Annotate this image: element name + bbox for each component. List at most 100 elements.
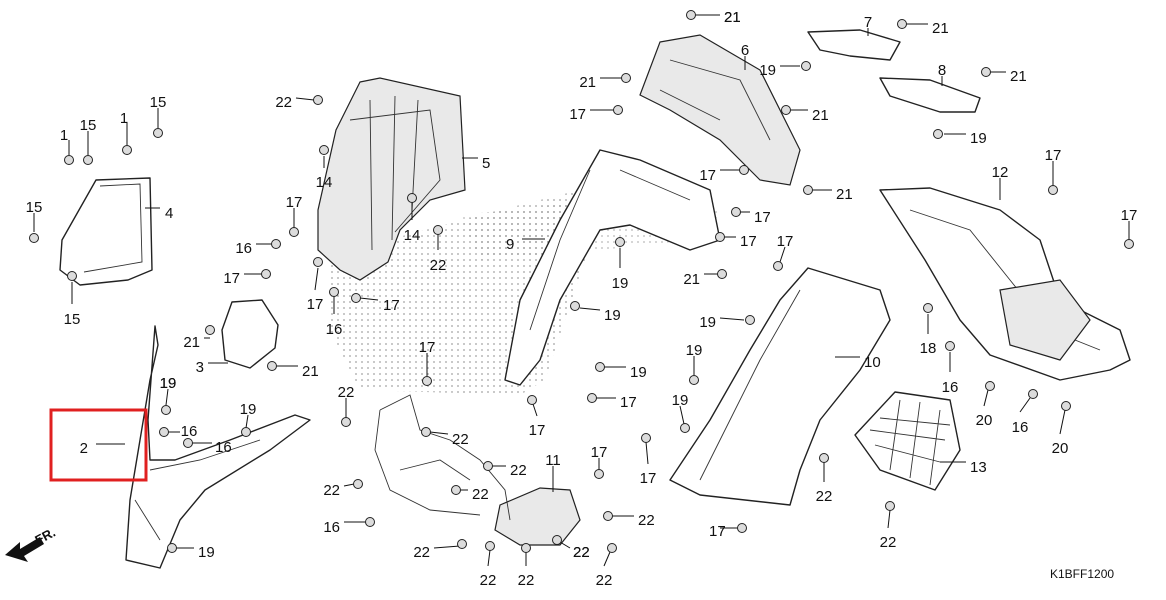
callout-c18: 18 (920, 303, 936, 357)
callout-c22m: 22 (816, 453, 832, 505)
callout-number: 21 (724, 9, 741, 26)
leader-line (1019, 397, 1031, 413)
leader-line (314, 267, 319, 291)
callout-number: 21 (932, 20, 949, 37)
callout-number: 19 (970, 130, 987, 147)
callout-c22l: 22 (603, 511, 655, 529)
callout-number: 22 (518, 572, 535, 589)
callout-number: 17 (529, 422, 546, 439)
callout-c19h: 19 (672, 392, 690, 433)
part-13-grille (854, 391, 961, 491)
fastener-mark (985, 381, 995, 391)
callout-number: 22 (510, 462, 527, 479)
callout-number: 22 (338, 384, 355, 401)
leader-line (779, 246, 786, 263)
callout-c13: 13 (940, 459, 987, 476)
leader-line (429, 431, 449, 435)
fastener-mark (83, 155, 93, 165)
callout-c17g: 17 (699, 165, 749, 184)
callout-c17b: 17 (223, 269, 271, 287)
fastener-mark (680, 423, 690, 433)
callout-c21a: 21 (686, 9, 741, 26)
callout-c21d: 21 (981, 67, 1027, 85)
fastener-mark (485, 541, 495, 551)
part-12-side-panel (879, 187, 1131, 381)
callout-number: 17 (419, 339, 436, 356)
callout-number: 17 (591, 444, 608, 461)
fastener-mark (351, 293, 361, 303)
callout-number: 19 (240, 401, 257, 418)
fastener-mark (341, 417, 351, 427)
callout-c17c: 17 (307, 257, 323, 313)
callout-number: 21 (812, 107, 829, 124)
part-7-trim (807, 29, 901, 61)
mount-frame (374, 394, 511, 521)
fastener-mark (717, 269, 727, 279)
leader-line (433, 545, 461, 549)
fastener-mark (161, 405, 171, 415)
callout-number: 14 (316, 174, 333, 191)
leader-line (487, 549, 491, 567)
callout-c16c: 16 (159, 423, 197, 440)
callout-number: 17 (777, 233, 794, 250)
callout-number: 22 (323, 482, 340, 499)
callout-c17a: 17 (286, 194, 303, 237)
fastener-mark (1048, 185, 1058, 195)
fastener-mark (773, 261, 783, 271)
fastener-mark (595, 362, 605, 372)
fastener-mark (353, 479, 363, 489)
callout-c15b: 15 (150, 94, 166, 138)
callout-c9: 9 (506, 236, 545, 253)
callout-c16b: 16 (326, 287, 343, 338)
fastener-mark (689, 375, 699, 385)
callout-number: 16 (326, 321, 343, 338)
fastener-mark (421, 427, 431, 437)
callout-c10: 10 (835, 354, 881, 371)
fastener-mark (641, 433, 651, 443)
fastener-mark (615, 237, 625, 247)
callout-number: 11 (545, 452, 561, 469)
callout-c19i: 19 (160, 375, 176, 415)
callout-c7: 7 (864, 14, 872, 36)
part-8-trim (879, 77, 981, 113)
fastener-mark (483, 461, 493, 471)
callout-number: 9 (506, 236, 514, 253)
fastener-mark (981, 67, 991, 77)
callout-number: 4 (165, 205, 173, 222)
fastener-mark (433, 225, 443, 235)
fastener-mark (241, 427, 251, 437)
callout-number: 17 (1121, 207, 1138, 224)
fastener-mark (603, 511, 613, 521)
callout-number: 19 (160, 375, 177, 392)
callout-c11: 11 (545, 452, 561, 492)
callout-number: 16 (1012, 419, 1029, 436)
callout-c4: 4 (145, 205, 173, 222)
fastener-mark (183, 438, 193, 448)
fastener-mark (122, 145, 132, 155)
callout-number: 22 (413, 544, 430, 561)
fastener-mark (289, 227, 299, 237)
leader-line (679, 405, 685, 425)
callout-c22g: 22 (451, 485, 489, 503)
callout-number: 16 (215, 439, 232, 456)
fastener-mark (686, 10, 696, 20)
callout-c3: 3 (196, 359, 228, 376)
callout-number: 16 (323, 519, 340, 536)
callout-number: 17 (286, 194, 303, 211)
callout-c21g: 21 (683, 269, 727, 288)
callout-c19c: 19 (612, 237, 628, 292)
callout-c17o: 17 (709, 523, 747, 540)
fastener-mark (159, 427, 169, 437)
fastener-mark (801, 61, 811, 71)
callout-number: 21 (683, 271, 700, 288)
callout-number: 22 (275, 94, 292, 111)
callout-c15c: 15 (26, 199, 42, 243)
callout-number: 15 (80, 117, 97, 134)
callout-number: 17 (754, 209, 771, 226)
callout-c21c: 21 (579, 73, 631, 91)
callout-c16d: 16 (183, 438, 232, 456)
callout-number: 22 (573, 544, 590, 561)
callout-c19g: 19 (686, 342, 702, 385)
fastener-mark (153, 128, 163, 138)
